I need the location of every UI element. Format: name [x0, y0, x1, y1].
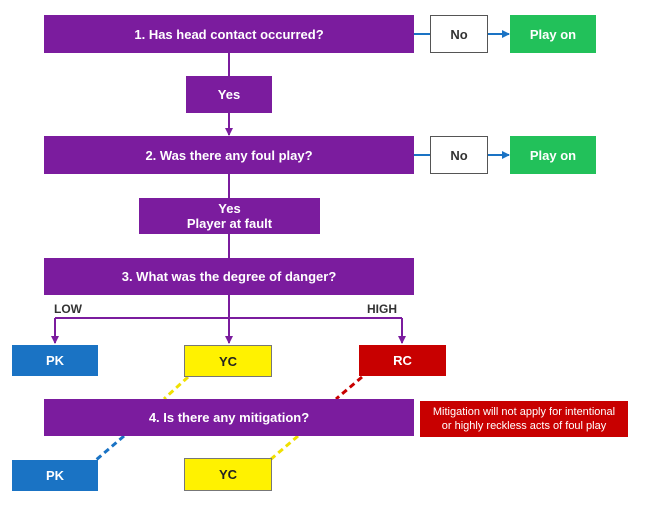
player-at-fault-label: Player at fault — [186, 216, 273, 231]
rc-to-q4-dash — [335, 375, 363, 401]
mitigation-note-line-1: Mitigation will not apply for intentiona… — [432, 406, 616, 418]
mitigated-yc-box: YC — [184, 458, 272, 491]
mitigation-note-line-2: or highly reckless acts of foul play — [441, 420, 607, 432]
question-2-box: 2. Was there any foul play? — [44, 136, 414, 174]
q2-yes-label: Yes — [218, 201, 241, 216]
q2-yes-player-at-fault-box: Yes Player at fault — [139, 198, 320, 234]
q2-no-box: No — [430, 136, 488, 174]
mitigated-pk-box: PK — [12, 460, 98, 491]
q4-to-yc-dash — [269, 434, 299, 462]
low-label: LOW — [54, 302, 82, 316]
q1-play-on-box: Play on — [510, 15, 596, 53]
outcome-yc-box: YC — [184, 345, 272, 377]
question-3-box: 3. What was the degree of danger? — [44, 258, 414, 295]
q4-to-pk-dash — [95, 434, 125, 462]
outcome-pk-box: PK — [12, 345, 98, 376]
question-1-box: 1. Has head contact occurred? — [44, 15, 414, 53]
q1-yes-box: Yes — [186, 76, 272, 113]
yc-to-q4-dash — [162, 375, 190, 401]
outcome-rc-box: RC — [359, 345, 446, 376]
q1-no-box: No — [430, 15, 488, 53]
mitigation-note-box: Mitigation will not apply for intentiona… — [420, 401, 628, 437]
q2-play-on-box: Play on — [510, 136, 596, 174]
high-label: HIGH — [367, 302, 397, 316]
question-4-box: 4. Is there any mitigation? — [44, 399, 414, 436]
